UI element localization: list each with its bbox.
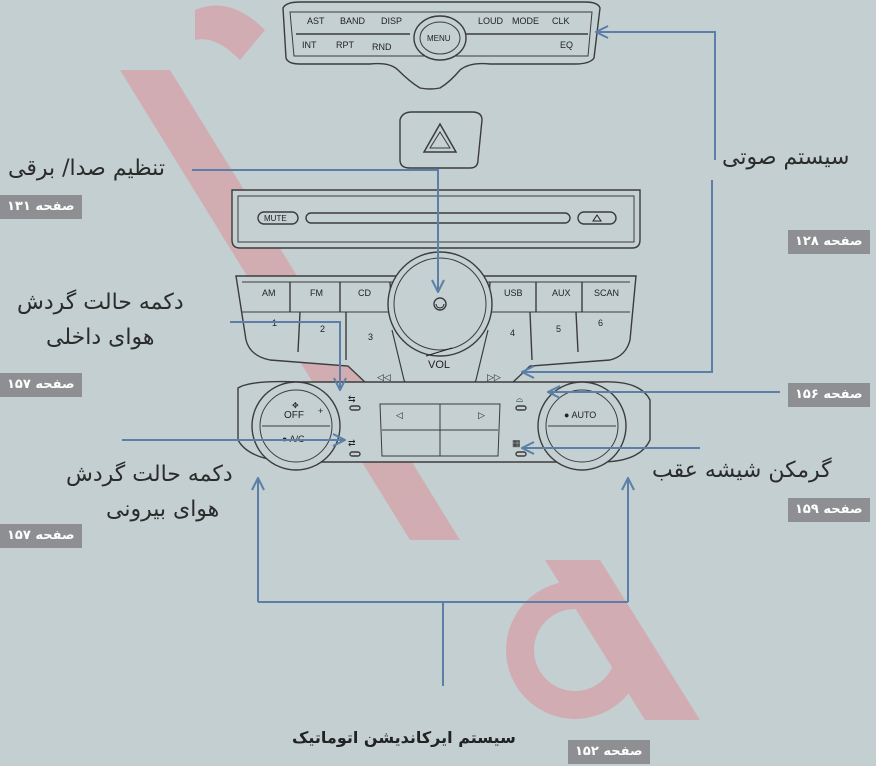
loud-button[interactable]: LOUD [478, 16, 504, 26]
seek-forward-icon[interactable]: ▷▷ [487, 372, 501, 382]
vol-label: VOL [428, 359, 450, 371]
cd-button[interactable]: CD [358, 288, 371, 298]
rear-defrost-label: گرمکن شیشه عقب [652, 458, 832, 483]
mute-label: MUTE [264, 214, 287, 223]
climate-panel [237, 380, 651, 471]
fresh-outside-label-line1: دکمه حالت گردش [66, 462, 233, 487]
am-button[interactable]: AM [262, 288, 276, 298]
svg-text:+: + [318, 406, 323, 416]
audio-system-label: سیستم صوتی [722, 145, 850, 170]
recirc-inside-label-line2: هوای داخلی [46, 325, 155, 350]
front-defrost-page-badge: صفحه ۱۵۶ [788, 383, 870, 407]
clk-button[interactable]: CLK [552, 16, 570, 26]
radio-panel [235, 251, 637, 405]
volume-power-label: تنظیم صدا/ برقی [8, 156, 165, 181]
int-button[interactable]: INT [302, 40, 317, 50]
ast-button[interactable]: AST [307, 16, 325, 26]
usb-button[interactable]: USB [504, 288, 523, 298]
recirc-inside-page-badge: صفحه ۱۵۷ [0, 373, 82, 397]
fresh-outside-label-line2: هوای بیرونی [106, 497, 220, 522]
audio-system-page-badge: صفحه ۱۲۸ [788, 230, 870, 254]
eject-button[interactable] [577, 211, 617, 225]
front-defrost-icon[interactable]: ⌓ [516, 394, 523, 404]
auto-button[interactable]: ● AUTO [564, 410, 596, 420]
volume-ramp-icon [425, 347, 453, 357]
rpt-button[interactable]: RPT [336, 40, 355, 50]
fresh-outside-page-badge: صفحه ۱۵۷ [0, 524, 82, 548]
fm-button[interactable]: FM [310, 288, 323, 298]
power-icon [435, 303, 445, 309]
mute-button[interactable] [257, 211, 299, 225]
fan-icon: ✥ [292, 401, 299, 410]
cd-panel [231, 189, 641, 249]
seek-back-icon[interactable]: ◁◁ [377, 372, 391, 382]
audio-control-panel [282, 1, 601, 90]
rear-defrost-icon[interactable]: ▦ [512, 438, 521, 448]
rnd-button[interactable]: RND [372, 42, 392, 52]
off-button[interactable]: OFF [284, 410, 304, 421]
preset-2-button[interactable]: 2 [320, 324, 325, 334]
preset-3-button[interactable]: 3 [368, 332, 373, 342]
right-arrow-icon[interactable]: ▷ [478, 410, 485, 420]
radio-labels: AM FM CD USB AUX SCAN 1 2 3 4 5 6 VOL ◁◁… [262, 288, 619, 382]
left-arrow-icon[interactable]: ◁ [396, 410, 403, 420]
hazard-triangle-icon [422, 122, 458, 153]
rear-defrost-page-badge: صفحه ۱۵۹ [788, 498, 870, 522]
top-panel-labels: AST BAND DISP LOUD MODE CLK INT RPT RND … [302, 16, 573, 52]
preset-4-button[interactable]: 4 [510, 328, 515, 338]
scan-button[interactable]: SCAN [594, 288, 619, 298]
callout-lines [122, 32, 780, 686]
eject-icon [592, 214, 602, 222]
climate-system-title: سیستم ایرکاندیشن اتوماتیک [292, 728, 516, 747]
disp-button[interactable]: DISP [381, 16, 402, 26]
eq-button[interactable]: EQ [560, 40, 573, 50]
band-button[interactable]: BAND [340, 16, 366, 26]
climate-system-page-badge: صفحه ۱۵۲ [568, 740, 650, 764]
hazard-button[interactable] [399, 111, 483, 169]
recirc-inside-label-line1: دکمه حالت گردش [17, 290, 184, 315]
aux-button[interactable]: AUX [552, 288, 571, 298]
recirc-inside-icon[interactable]: ⇆ [348, 394, 356, 404]
mode-button[interactable]: MODE [512, 16, 539, 26]
preset-5-button[interactable]: 5 [556, 324, 561, 334]
fresh-outside-icon[interactable]: ⇄ [348, 438, 356, 448]
menu-button[interactable]: MENU [427, 34, 451, 43]
preset-6-button[interactable]: 6 [598, 318, 603, 328]
volume-power-page-badge: صفحه ۱۳۱ [0, 195, 82, 219]
